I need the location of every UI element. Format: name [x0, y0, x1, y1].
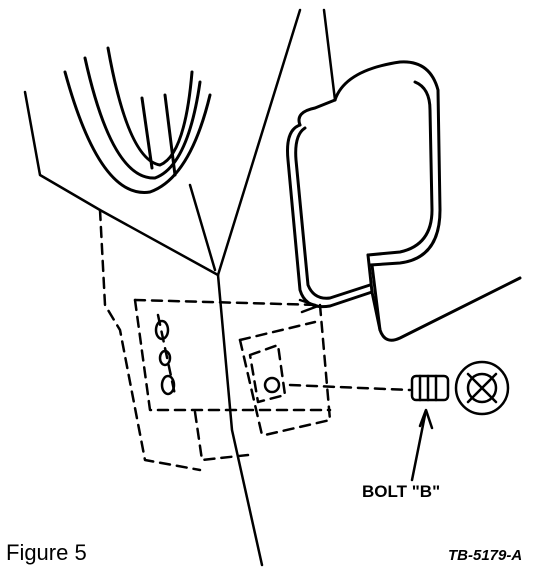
hidden-plate — [248, 343, 287, 404]
body-lower-edge — [216, 273, 264, 567]
bracket-slots — [154, 319, 281, 396]
hidden-lines — [98, 208, 412, 472]
hidden-mount-right — [263, 303, 332, 437]
body-diagonal-edge — [216, 8, 302, 277]
bolt-b — [410, 360, 510, 416]
mount-arrow-head — [298, 298, 320, 314]
side-mirror — [286, 60, 522, 342]
hidden-mount-left — [238, 338, 264, 437]
figure-code: TB-5179-A — [448, 547, 523, 564]
hidden-bracket-top — [133, 298, 322, 307]
bolt-path-dashed — [288, 383, 412, 392]
body-crease — [188, 183, 217, 272]
bolt-b-label: BOLT "B" — [362, 482, 441, 501]
body-left-edge — [23, 90, 220, 277]
hidden-slot-column — [156, 313, 177, 397]
hidden-bracket-bottom — [133, 298, 332, 412]
pillar-edge — [322, 8, 337, 102]
figure-caption: Figure 5 — [6, 540, 87, 565]
bolt-hole — [263, 376, 281, 394]
hidden-mount-top — [238, 320, 317, 342]
body-panel — [23, 8, 337, 567]
hidden-inner-panel — [98, 208, 202, 472]
bolt-threads — [410, 374, 450, 402]
hidden-bracket-tab — [193, 410, 250, 462]
mirror-arm — [370, 263, 522, 342]
bolt-leader-arrow — [418, 408, 434, 430]
bolt-head — [454, 360, 510, 416]
cable-bundle — [63, 46, 212, 194]
bolt-leader-line — [410, 413, 427, 482]
